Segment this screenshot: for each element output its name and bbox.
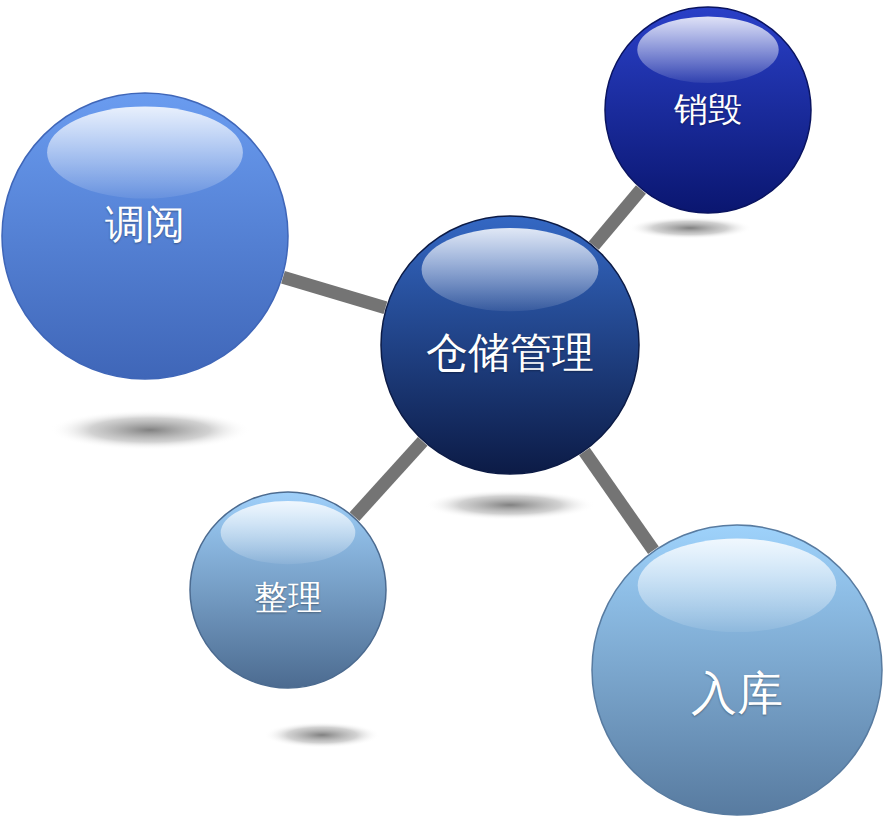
node-label: 调阅 (105, 197, 185, 252)
sphere-highlight (47, 106, 243, 198)
sphere-node: 整理 (189, 491, 387, 689)
node-label: 入库 (691, 663, 783, 725)
sphere-highlight (637, 16, 778, 83)
sphere-node: 调阅 (1, 92, 289, 380)
node-label: 整理 (254, 575, 322, 621)
sphere-body (2, 93, 288, 379)
sphere-node: 销毁 (604, 6, 812, 214)
connector-rod (283, 277, 385, 308)
sphere-node: 仓储管理 (380, 215, 640, 475)
sphere-node: 入库 (591, 524, 883, 816)
sphere-highlight (221, 501, 356, 564)
sphere-body (381, 216, 639, 474)
node-label: 销毁 (674, 87, 742, 133)
sphere-highlight (638, 539, 837, 632)
shadow (628, 217, 752, 239)
shadow (50, 410, 250, 450)
sphere-highlight (422, 228, 599, 311)
shadow (264, 722, 380, 748)
shadow (425, 490, 595, 520)
connector-rod (594, 190, 641, 246)
connector-rod (584, 452, 653, 551)
sphere-body (605, 7, 811, 213)
connector-rod (354, 441, 422, 516)
sphere-body (190, 492, 386, 688)
sphere-body (592, 525, 882, 815)
node-label: 仓储管理 (426, 325, 594, 381)
